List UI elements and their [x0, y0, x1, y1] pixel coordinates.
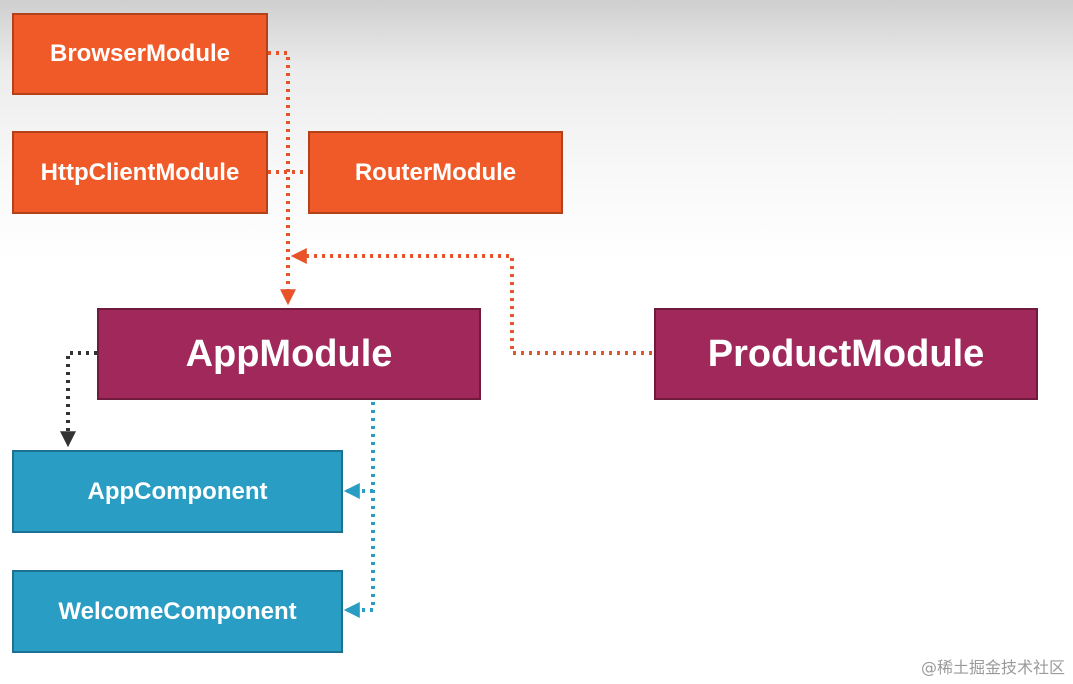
product-module-box: ProductModule [654, 308, 1038, 400]
router-module-label: RouterModule [354, 158, 517, 186]
http-client-module-box: HttpClientModule [12, 131, 268, 214]
http-client-module-label: HttpClientModule [40, 158, 240, 186]
app-module-box: AppModule [97, 308, 481, 400]
product-module-import-connector [290, 248, 652, 355]
app-component-box: AppComponent [12, 450, 343, 533]
app-component-label: AppComponent [87, 477, 268, 505]
welcome-component-box: WelcomeComponent [12, 570, 343, 653]
welcome-component-label: WelcomeComponent [58, 597, 297, 625]
browser-module-box: BrowserModule [12, 13, 268, 95]
browser-module-label: BrowserModule [49, 40, 231, 67]
watermark: @稀土掘金技术社区 [920, 658, 1065, 677]
product-module-label: ProductModule [707, 332, 985, 375]
router-module-box: RouterModule [308, 131, 563, 214]
app-module-label: AppModule [185, 332, 393, 375]
browser-module-import-connector [268, 51, 296, 306]
bootstrap-connector [60, 351, 97, 448]
